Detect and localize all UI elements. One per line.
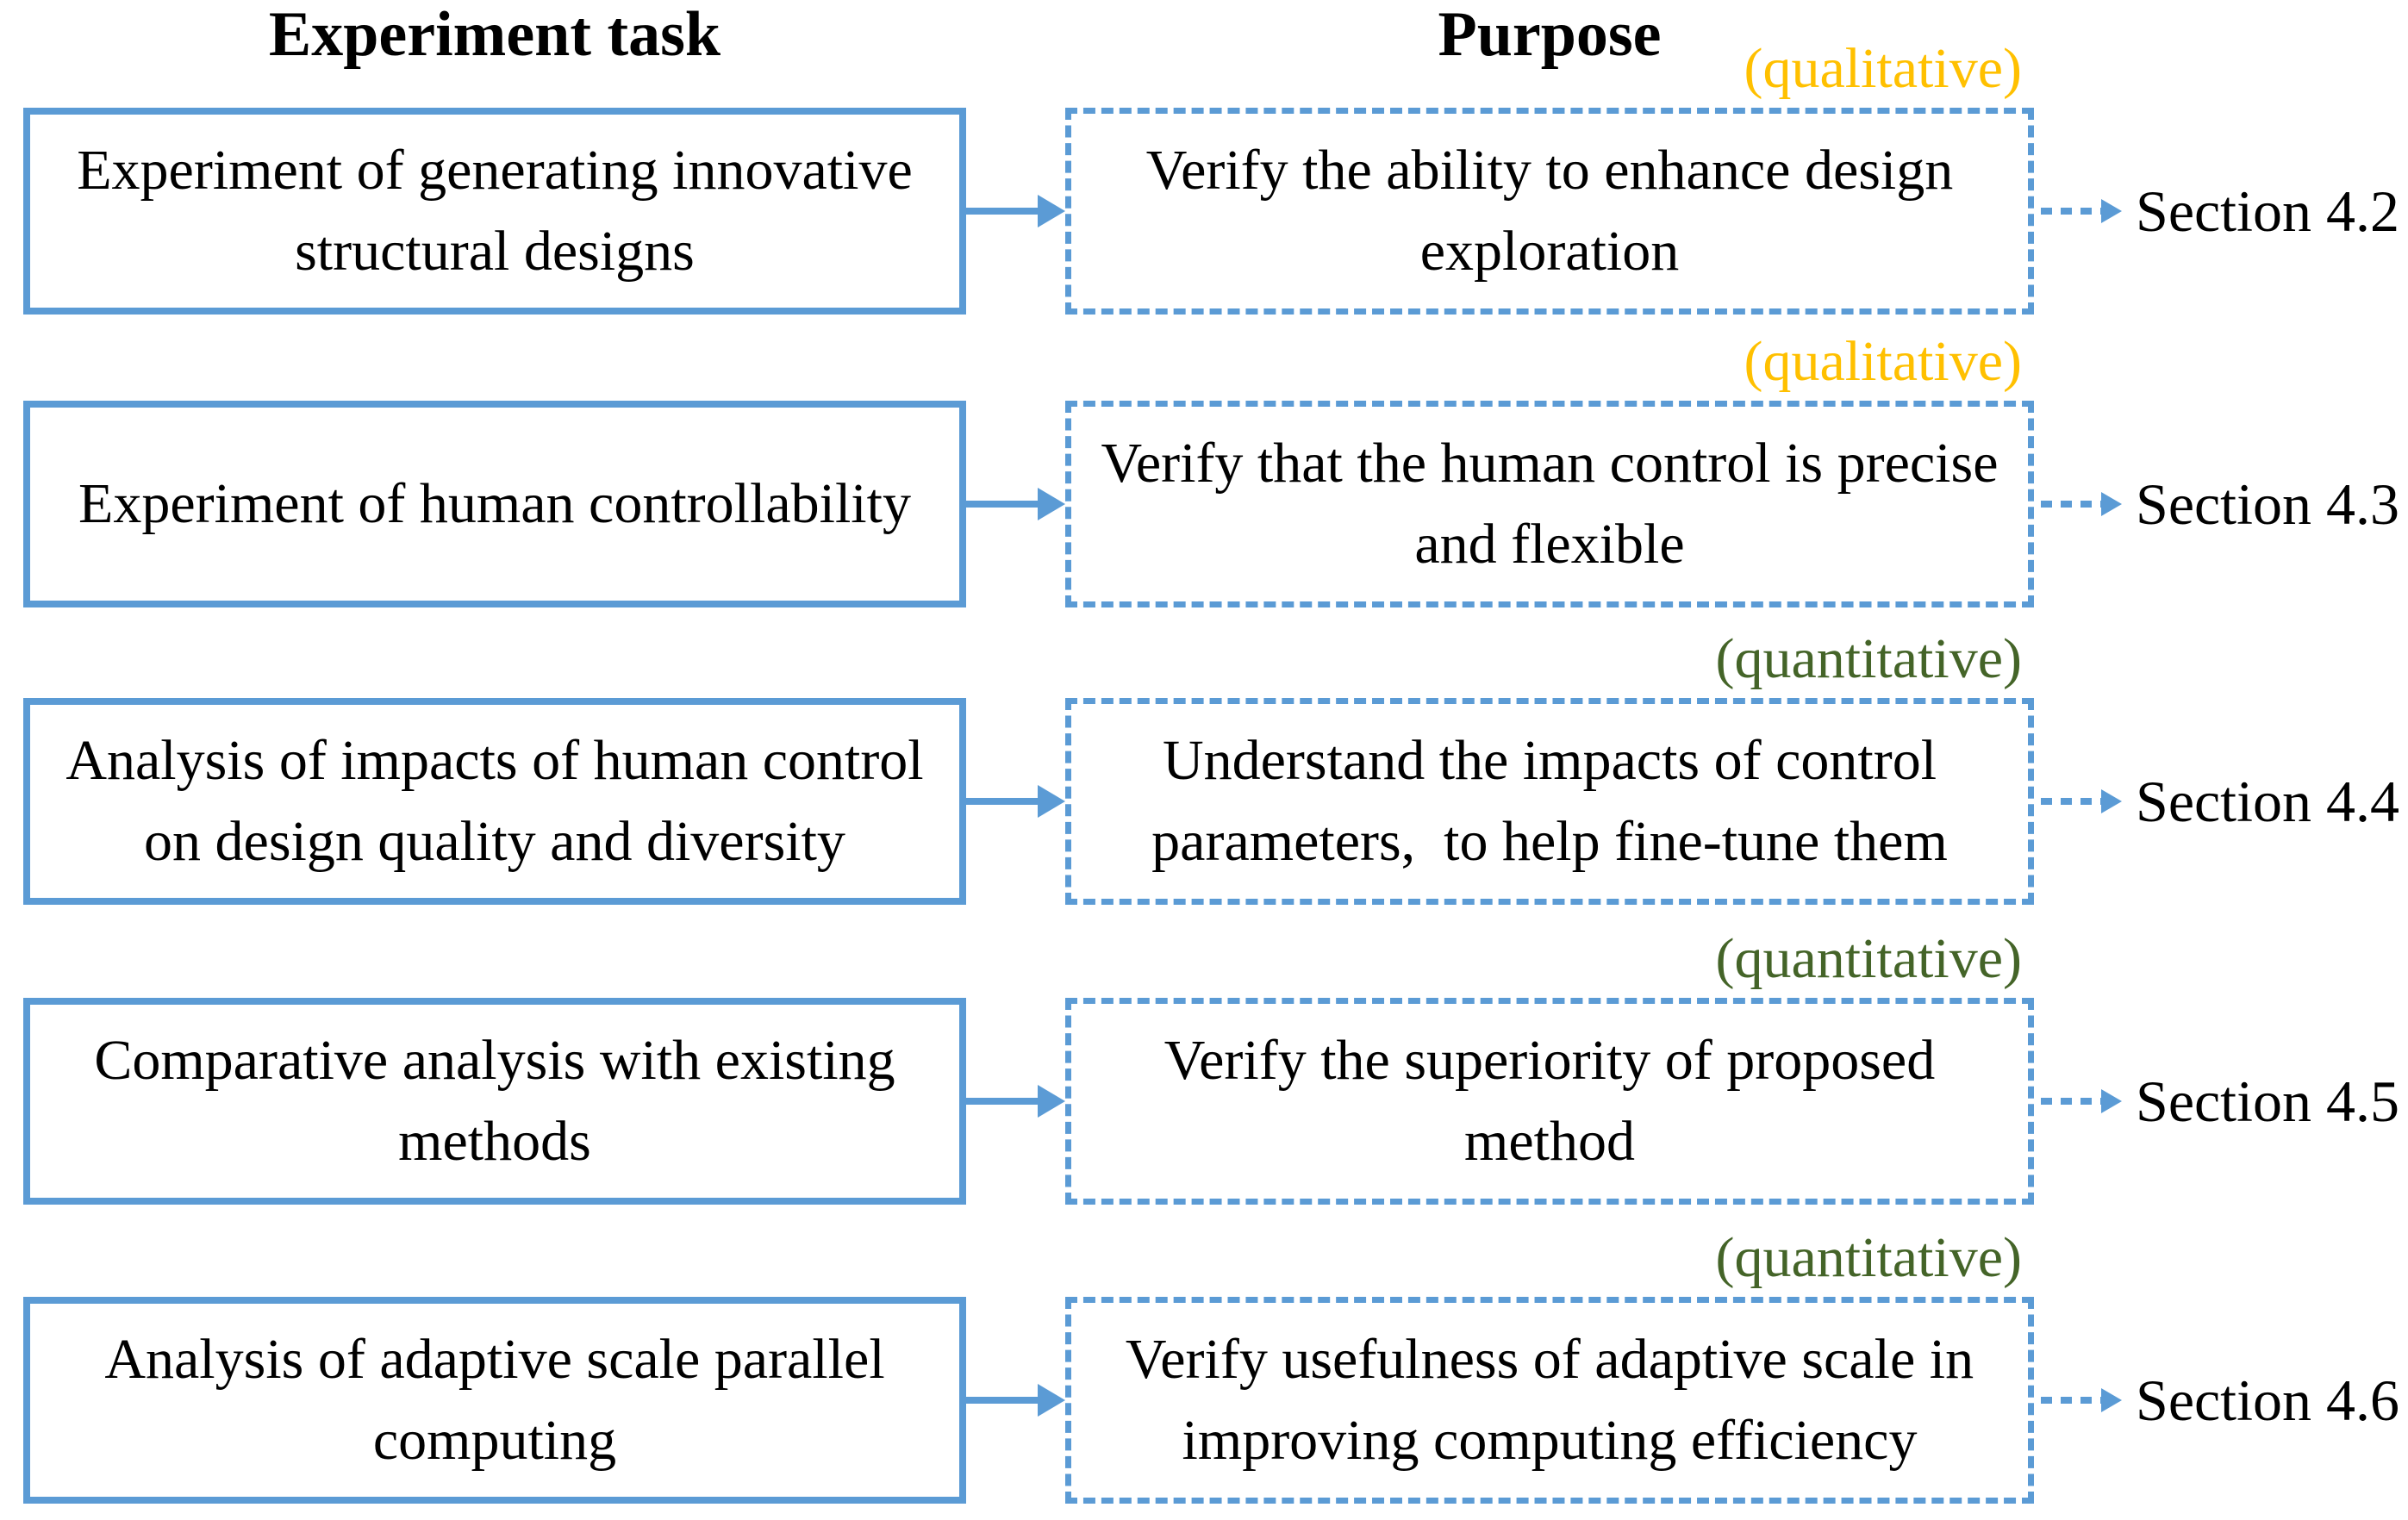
solid-right-arrow-icon xyxy=(966,108,1065,315)
type-label: (quantitative) xyxy=(1715,1226,2022,1289)
solid-right-arrow-icon xyxy=(966,1297,1065,1504)
arrow-shaft xyxy=(2041,501,2101,508)
type-label: (quantitative) xyxy=(1715,627,2022,690)
arrow-head xyxy=(2101,492,2122,516)
solid-right-arrow-icon xyxy=(966,998,1065,1205)
arrow-head xyxy=(1038,1384,1065,1417)
dashed-right-arrow-icon xyxy=(2041,108,2122,315)
arrow-head xyxy=(1038,1085,1065,1118)
purpose-box: Understand the impacts of control parame… xyxy=(1065,698,2034,905)
purpose-text: Verify the ability to enhance design exp… xyxy=(1145,139,1968,283)
section-label: Section 4.3 xyxy=(2136,470,2399,537)
dashed-right-arrow-icon xyxy=(2041,998,2122,1205)
arrow-head xyxy=(2101,199,2122,223)
diagram-row-4: Comparative analysis with existing metho… xyxy=(0,931,2408,1205)
arrow-head xyxy=(2101,1089,2122,1113)
task-box: Comparative analysis with existing metho… xyxy=(23,998,966,1205)
task-text: Experiment of generating innovative stru… xyxy=(77,139,913,283)
arrow-shaft xyxy=(966,1098,1038,1105)
purpose-wrap: (quantitative) Verify usefulness of adap… xyxy=(1065,1230,2034,1504)
purpose-box: Verify that the human control is precise… xyxy=(1065,401,2034,607)
purpose-text: Verify that the human control is precise… xyxy=(1101,432,2012,576)
purpose-box: Verify the superiority of proposed metho… xyxy=(1065,998,2034,1205)
diagram-row-3: Analysis of impacts of human control on … xyxy=(0,631,2408,905)
task-box: Experiment of human controllability xyxy=(23,401,966,607)
arrow-head xyxy=(1038,488,1065,520)
purpose-wrap: (quantitative) Understand the impacts of… xyxy=(1065,631,2034,905)
arrow-head xyxy=(1038,195,1065,227)
purpose-text: Understand the impacts of control parame… xyxy=(1151,729,1951,873)
type-label: (quantitative) xyxy=(1715,927,2022,990)
task-box: Analysis of impacts of human control on … xyxy=(23,698,966,905)
purpose-text: Verify usefulness of adaptive scale in i… xyxy=(1125,1328,1988,1472)
section-label: Section 4.4 xyxy=(2136,768,2399,834)
section-label: Section 4.2 xyxy=(2136,178,2399,244)
task-column-header: Experiment task xyxy=(268,0,721,70)
task-box: Experiment of generating innovative stru… xyxy=(23,108,966,315)
dashed-right-arrow-icon xyxy=(2041,1297,2122,1504)
purpose-box: Verify usefulness of adaptive scale in i… xyxy=(1065,1297,2034,1504)
arrow-shaft xyxy=(2041,1098,2101,1105)
section-label: Section 4.6 xyxy=(2136,1367,2399,1433)
arrow-shaft xyxy=(966,208,1038,215)
dashed-right-arrow-icon xyxy=(2041,401,2122,607)
purpose-wrap: (quantitative) Verify the superiority of… xyxy=(1065,931,2034,1205)
type-label: (qualitative) xyxy=(1744,330,2022,393)
purpose-box: Verify the ability to enhance design exp… xyxy=(1065,108,2034,315)
purpose-wrap: (qualitative) Verify the ability to enha… xyxy=(1065,40,2034,315)
arrow-shaft xyxy=(2041,208,2101,215)
dashed-right-arrow-icon xyxy=(2041,698,2122,905)
task-box: Analysis of adaptive scale parallel comp… xyxy=(23,1297,966,1504)
diagram-row-5: Analysis of adaptive scale parallel comp… xyxy=(0,1230,2408,1504)
arrow-head xyxy=(1038,785,1065,818)
purpose-text: Verify the superiority of proposed metho… xyxy=(1163,1029,1949,1173)
arrow-shaft xyxy=(2041,1397,2101,1404)
arrow-head xyxy=(2101,1388,2122,1412)
purpose-column-header: Purpose xyxy=(1438,0,1662,70)
task-text: Comparative analysis with existing metho… xyxy=(94,1029,895,1173)
task-text: Analysis of impacts of human control on … xyxy=(66,729,924,873)
task-text: Experiment of human controllability xyxy=(78,472,911,536)
purpose-wrap: (qualitative) Verify that the human cont… xyxy=(1065,333,2034,607)
section-label: Section 4.5 xyxy=(2136,1068,2399,1134)
solid-right-arrow-icon xyxy=(966,401,1065,607)
solid-right-arrow-icon xyxy=(966,698,1065,905)
type-label: (qualitative) xyxy=(1744,37,2022,100)
arrow-shaft xyxy=(966,1397,1038,1404)
arrow-head xyxy=(2101,789,2122,813)
diagram-row-2: Experiment of human controllability (qua… xyxy=(0,333,2408,607)
arrow-shaft xyxy=(966,798,1038,805)
arrow-shaft xyxy=(966,501,1038,508)
arrow-shaft xyxy=(2041,798,2101,805)
task-text: Analysis of adaptive scale parallel comp… xyxy=(104,1328,885,1472)
diagram-row-1: Experiment of generating innovative stru… xyxy=(0,40,2408,315)
